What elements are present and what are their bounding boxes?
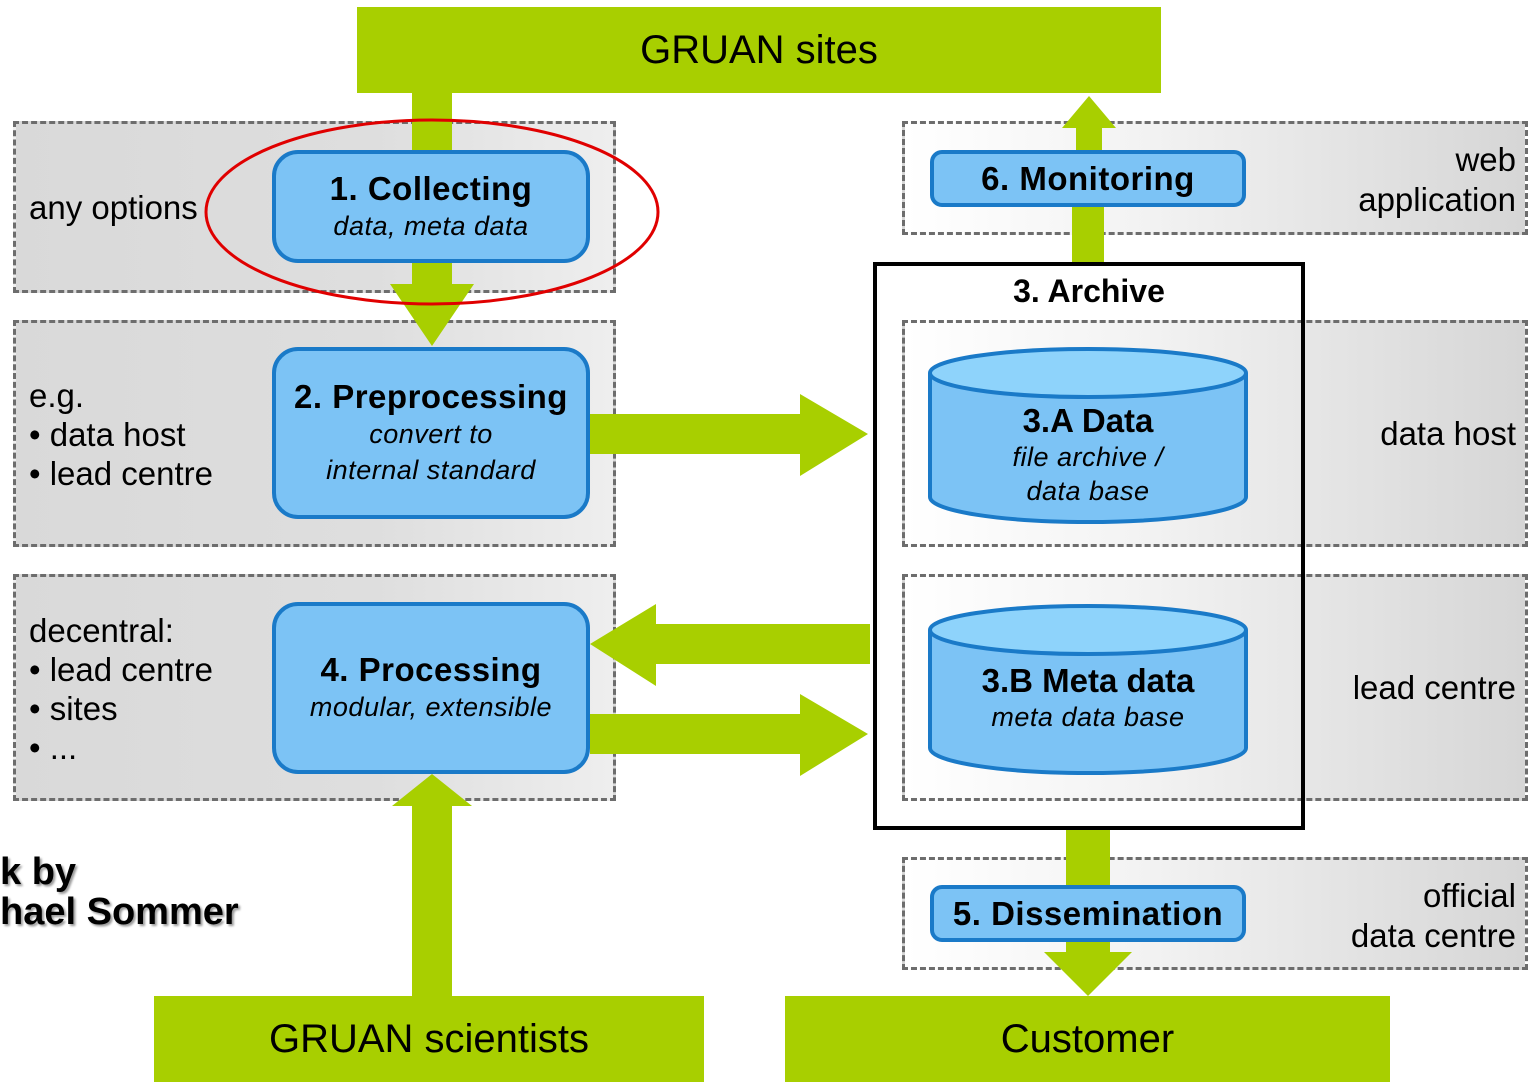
gruan-sites-box: GRUAN sites [357, 7, 1161, 93]
arrow-processing-to-archive [590, 694, 868, 776]
collecting-title: 1. Collecting [329, 169, 533, 207]
arrow-dissemination-to-customer [1044, 940, 1132, 996]
customer-label: Customer [1000, 1016, 1175, 1061]
left-label-row3: decentral: • lead centre • sites • ... [29, 612, 213, 766]
gruan-scientists-box: GRUAN scientists [154, 996, 704, 1082]
arrow-archive-to-monitoring [1072, 205, 1104, 265]
gruan-scientists-label: GRUAN scientists [268, 1016, 590, 1061]
arrow-scientists-to-processing [392, 774, 472, 997]
left-label-row2: e.g. • data host • lead centre [29, 377, 213, 492]
archive-meta-text: 3.B Meta data meta data base [930, 662, 1246, 734]
arrow-sites-to-collecting [412, 92, 452, 152]
processing-box: 4. Processing modular, extensible [272, 602, 590, 774]
archive-frame [873, 262, 1305, 830]
arrow-collecting-to-preprocessing [390, 262, 474, 346]
preprocessing-box: 2. Preprocessing convert to internal sta… [272, 347, 590, 519]
cylinder-data [928, 347, 1248, 524]
arrow-archive-to-processing [590, 604, 870, 686]
right-label-meta: lead centre [1352, 669, 1516, 706]
preprocessing-subtitle-line2: internal standard [326, 455, 536, 485]
processing-subtitle: modular, extensible [309, 692, 553, 722]
archive-data-subtitle-line1: file archive / [1012, 442, 1164, 472]
archive-data-title: 3.A Data [1022, 402, 1154, 439]
archive-data-text: 3.A Data file archive / data base [930, 402, 1246, 508]
collecting-box: 1. Collecting data, meta data [272, 150, 590, 263]
gruan-sites-label: GRUAN sites [640, 27, 878, 72]
right-label-monitoring: web application [1358, 141, 1516, 218]
right-label-data: data host [1380, 415, 1516, 452]
arrow-archive-to-dissemination [1066, 828, 1110, 888]
archive-meta-subtitle: meta data base [991, 702, 1185, 732]
arrow-monitoring-to-sites [1062, 96, 1116, 150]
monitoring-box: 6. Monitoring [930, 150, 1246, 207]
monitoring-title: 6. Monitoring [981, 159, 1195, 197]
credit-text: k by hael Sommer [0, 851, 239, 933]
cylinder-meta [928, 604, 1248, 775]
processing-title: 4. Processing [320, 651, 542, 688]
archive-meta-title: 3.B Meta data [981, 662, 1195, 699]
left-label-row1: any options [29, 189, 198, 226]
archive-title: 3. Archive [1013, 273, 1165, 309]
preprocessing-subtitle-line1: convert to [369, 419, 493, 449]
preprocessing-title: 2. Preprocessing [294, 378, 568, 415]
arrow-preprocessing-to-archive [590, 394, 868, 476]
customer-box: Customer [785, 996, 1390, 1082]
dissemination-title: 5. Dissemination [952, 894, 1224, 932]
archive-data-subtitle-line2: data base [1026, 476, 1150, 506]
collecting-subtitle: data, meta data [333, 210, 529, 241]
right-label-dissemination: official data centre [1350, 877, 1516, 954]
dissemination-box: 5. Dissemination [930, 885, 1246, 942]
